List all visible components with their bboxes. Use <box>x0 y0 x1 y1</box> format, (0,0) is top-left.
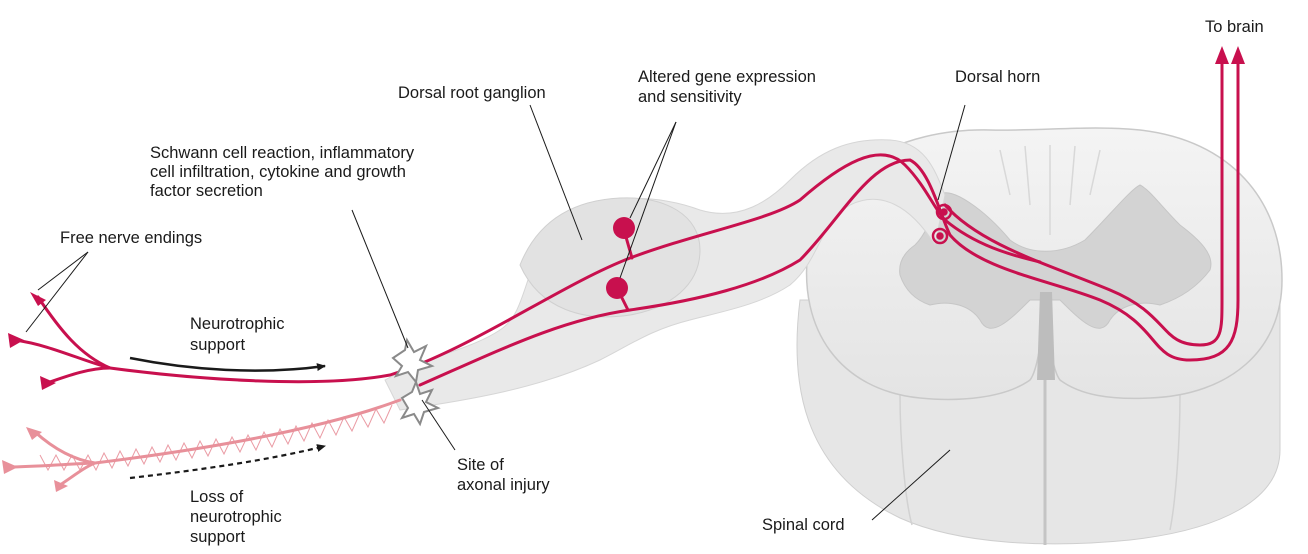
label-to-brain: To brain <box>1205 18 1264 36</box>
injured-fiber-crosshatch <box>40 405 392 470</box>
nerve-branch <box>15 340 110 368</box>
nerve-branch <box>47 368 110 383</box>
label-spinal-cord: Spinal cord <box>762 516 845 534</box>
label-neurotrophic-support: Neurotrophic support <box>190 315 289 354</box>
label-altered-gene-line: Altered gene expression <box>638 68 816 86</box>
arrow-icon <box>1231 46 1245 64</box>
label-free-nerve-endings: Free nerve endings <box>60 229 202 247</box>
free-nerve-ending-terminals <box>8 292 56 390</box>
label-site-line: axonal injury <box>457 476 550 494</box>
injured-axon <box>95 400 400 463</box>
label-schwann-line: Schwann cell reaction, inflammatory <box>150 144 415 162</box>
label-loss-line: support <box>190 528 245 546</box>
label-site-of-injury: Site of axonal injury <box>457 456 550 494</box>
label-altered-gene-line: and sensitivity <box>638 88 742 106</box>
label-loss-neurotrophic: Loss of neurotrophic support <box>190 488 286 546</box>
label-schwann-line: factor secretion <box>150 182 263 200</box>
neuron-cell-body-icon <box>613 217 635 239</box>
label-site-line: Site of <box>457 456 504 474</box>
label-neurotrophic-line: support <box>190 336 245 354</box>
to-brain-arrows <box>1215 46 1245 64</box>
loss-neurotrophic-arrow <box>130 446 325 478</box>
leader-schwann <box>352 210 408 348</box>
central-canal <box>1037 292 1055 380</box>
label-neurotrophic-line: Neurotrophic <box>190 315 284 333</box>
label-dorsal-horn: Dorsal horn <box>955 68 1040 86</box>
leader-free-nerve <box>26 252 88 332</box>
label-altered-gene: Altered gene expression and sensitivity <box>638 68 821 106</box>
neuron-cell-body-icon <box>606 277 628 299</box>
nerve-terminal-icon <box>8 333 24 348</box>
label-schwann: Schwann cell reaction, inflammatory cell… <box>150 144 419 200</box>
arrow-icon <box>1215 46 1229 64</box>
label-loss-line: Loss of <box>190 488 244 506</box>
neurotrophic-support-arrow <box>130 358 325 371</box>
nerve-terminal-icon <box>40 376 56 390</box>
injured-fibers <box>12 400 400 485</box>
label-loss-line: neurotrophic <box>190 508 282 526</box>
label-schwann-line: cell infiltration, cytokine and growth <box>150 163 406 181</box>
label-dorsal-root-ganglion: Dorsal root ganglion <box>398 84 546 102</box>
